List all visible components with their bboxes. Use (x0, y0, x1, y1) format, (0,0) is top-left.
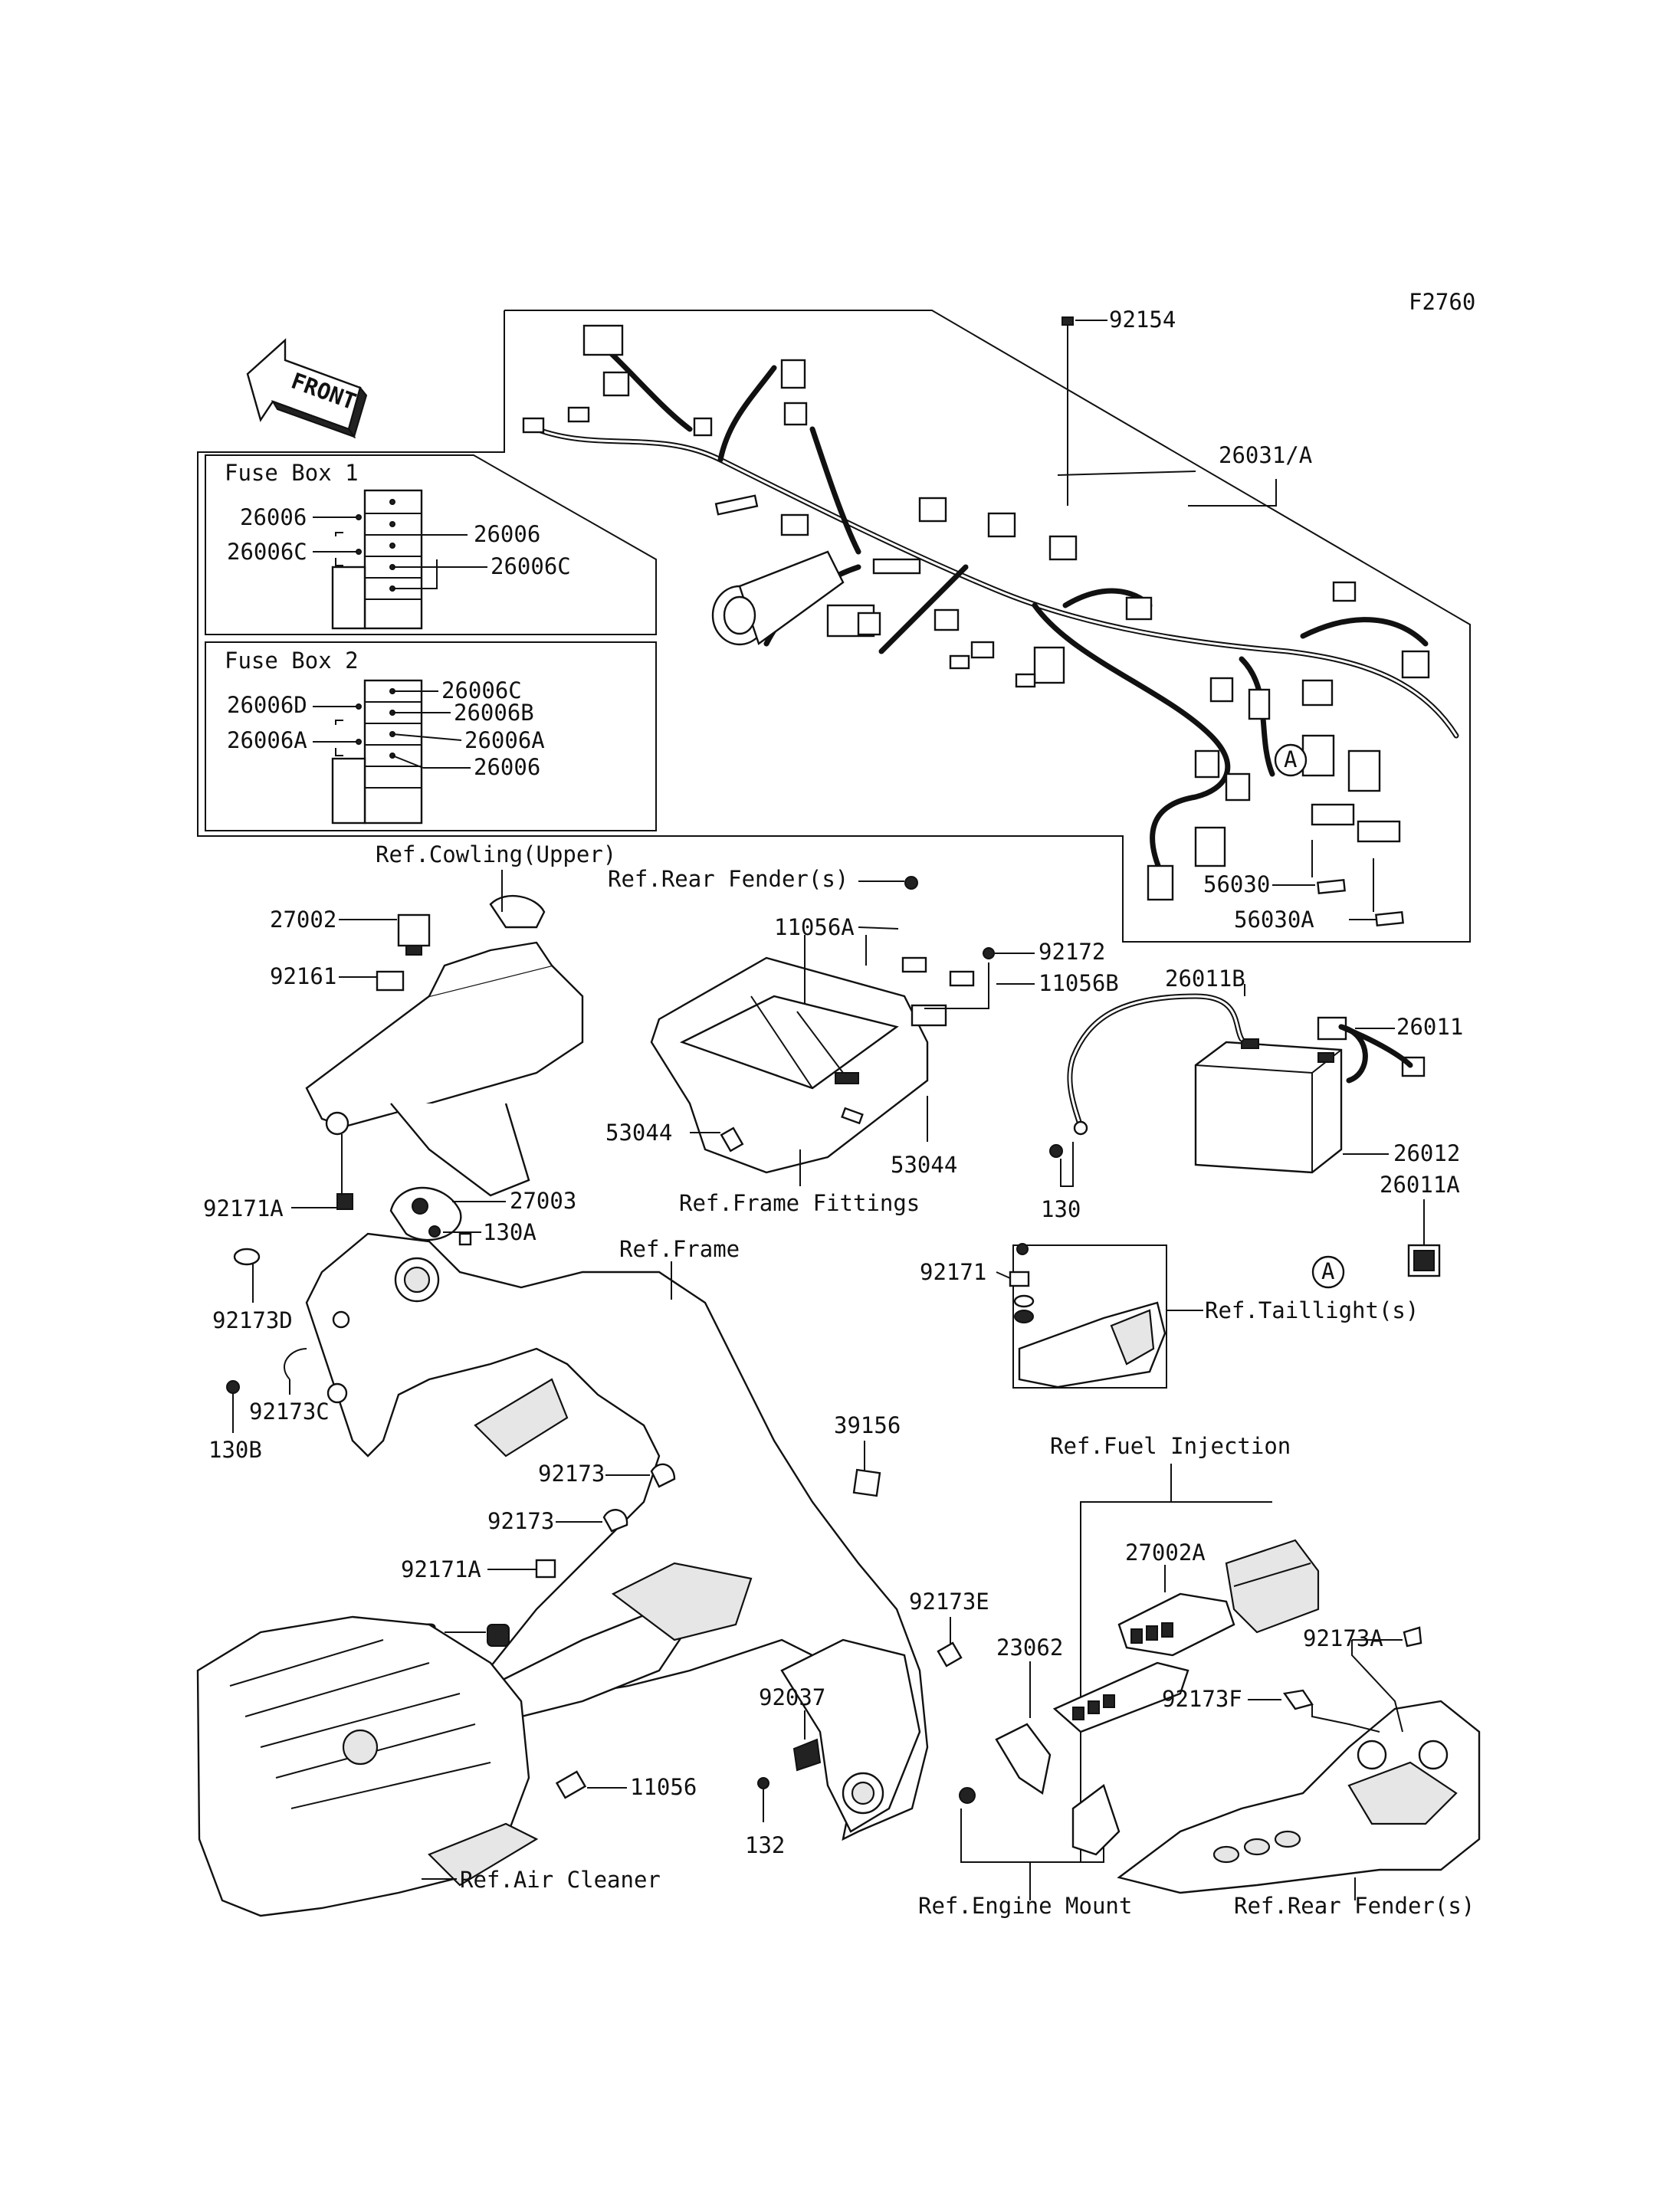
marker-a-2: A (1321, 1258, 1334, 1284)
label-130A: 130A (483, 1219, 536, 1245)
main-wiring-harness (522, 324, 1459, 901)
label-92173C: 92173C (249, 1399, 330, 1425)
fuse-box-2: Fuse Box 2 26006D 26006A 26006C 26006B 2… (205, 641, 657, 831)
clamp-92173-2 (602, 1509, 628, 1533)
clip-92173E (937, 1641, 963, 1667)
label-39156: 39156 (834, 1412, 901, 1438)
label-26011: 26011 (1396, 1014, 1463, 1040)
fuse1-right-label-0: 26006 (474, 521, 540, 547)
label-ref-frame: Ref.Frame (619, 1236, 740, 1262)
label-92171A-top: 92171A (203, 1195, 284, 1221)
clip-92171A-mid (535, 1559, 556, 1579)
taillight-group (1009, 1243, 1167, 1389)
label-26011A: 26011A (1380, 1172, 1460, 1198)
fuse-box-1-title: Fuse Box 1 (225, 460, 359, 486)
tag-39156 (852, 1441, 881, 1497)
rear-fender (1117, 1700, 1481, 1894)
label-53044-right: 53044 (891, 1152, 957, 1178)
fuse-box-2-title: Fuse Box 2 (225, 648, 359, 674)
label-ref-engine-mount: Ref.Engine Mount (918, 1893, 1132, 1919)
label-53044-left: 53044 (605, 1120, 672, 1146)
label-92173A: 92173A (1303, 1625, 1383, 1651)
label-27002A: 27002A (1125, 1540, 1206, 1566)
frame (305, 1232, 929, 1841)
label-92173D: 92173D (212, 1307, 293, 1333)
fuse1-left-label-1: 26006C (227, 539, 307, 565)
label-ref-frame-fittings: Ref.Frame Fittings (679, 1190, 920, 1216)
label-130B: 130B (208, 1437, 262, 1463)
label-11056A: 11056A (774, 914, 855, 940)
label-92171A-mid: 92171A (401, 1556, 481, 1582)
label-92173-1: 92173 (538, 1461, 605, 1487)
label-56030: 56030 (1203, 871, 1270, 897)
label-26011B: 26011B (1165, 966, 1245, 992)
label-130: 130 (1041, 1196, 1081, 1222)
label-ref-rear-fender-top: Ref.Rear Fender(s) (608, 866, 848, 892)
label-26031A: 26031/A (1219, 442, 1312, 468)
label-26012: 26012 (1393, 1140, 1460, 1166)
engine-mount-bracket (959, 1723, 1121, 1856)
fuse-box-1: Fuse Box 1 26006 26006C 26006 26006C (205, 454, 657, 635)
marker-a-1: A (1284, 746, 1297, 772)
battery-case (650, 876, 975, 1174)
clip-92173A (1403, 1626, 1422, 1648)
label-92171: 92171 (920, 1259, 986, 1285)
label-27002: 27002 (270, 907, 336, 933)
bolt-92154 (1061, 316, 1107, 506)
label-92173F: 92173F (1162, 1686, 1242, 1712)
battery (1049, 993, 1441, 1277)
label-92172: 92172 (1039, 939, 1105, 965)
ecu-27002A (1117, 1539, 1320, 1657)
connector-11056 (555, 1770, 587, 1799)
fuse2-right-label-0: 26006C (441, 677, 522, 703)
label-ref-fuel-injection: Ref.Fuel Injection (1050, 1433, 1291, 1459)
bracket-92037 (792, 1738, 822, 1772)
label-ref-rear-fender-bottom: Ref.Rear Fender(s) (1234, 1893, 1475, 1919)
label-ref-taillight: Ref.Taillight(s) (1205, 1297, 1419, 1323)
grommet-92173B (487, 1624, 510, 1647)
connector-a-marker-2: A (1311, 1255, 1345, 1289)
label-92173-2: 92173 (487, 1508, 554, 1534)
label-ref-air-cleaner: Ref.Air Cleaner (460, 1867, 661, 1893)
fuse2-right-label-2: 26006A (464, 727, 545, 753)
harness-group-outline (197, 310, 1471, 943)
front-arrow-icon: FRONT (246, 338, 368, 439)
air-cleaner (196, 1615, 539, 1917)
fuse2-right-label-3: 26006 (474, 754, 540, 780)
label-92154: 92154 (1109, 307, 1176, 333)
label-27003: 27003 (510, 1188, 576, 1214)
label-132: 132 (745, 1832, 785, 1858)
clamp-92173-1 (650, 1463, 676, 1488)
connector-a-marker: A (1274, 743, 1308, 777)
fuse2-right-label-1: 26006B (454, 700, 534, 726)
fuse2-left-label-1: 26006A (227, 727, 307, 753)
fuse1-right-label-1: 26006C (491, 553, 571, 579)
label-92037: 92037 (759, 1684, 825, 1710)
ecu-23062 (1052, 1661, 1189, 1733)
label-11056: 11056 (630, 1774, 697, 1800)
fuse2-left-label-0: 26006D (227, 692, 307, 718)
label-11056B: 11056B (1039, 970, 1119, 996)
diagram-code: F2760 (1409, 289, 1475, 315)
label-92161: 92161 (270, 963, 336, 989)
clip-92173F (1282, 1689, 1314, 1710)
fuse1-left-label-0: 26006 (240, 504, 307, 530)
cowling-bracket (305, 894, 584, 1241)
label-92173E: 92173E (909, 1589, 989, 1615)
label-ref-cowling: Ref.Cowling(Upper) (376, 841, 616, 867)
label-23062: 23062 (996, 1635, 1063, 1661)
label-56030A: 56030A (1234, 907, 1314, 933)
